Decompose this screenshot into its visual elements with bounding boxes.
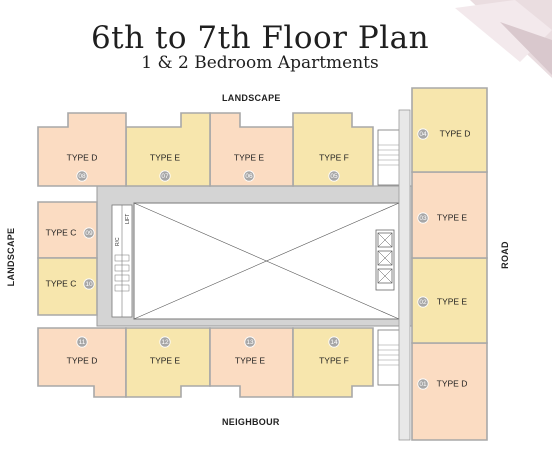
- unit-type-label: TYPE F: [319, 152, 349, 162]
- label-bottom-neighbour: NEIGHBOUR: [222, 417, 280, 427]
- unit-number-badge: [83, 278, 95, 290]
- unit-10: TYPE C 10: [37, 257, 98, 316]
- unit-type-label: TYPE E: [437, 212, 468, 222]
- label-top-landscape: LANDSCAPE: [222, 93, 281, 103]
- unit-type-label: TYPE D: [437, 378, 468, 388]
- unit-type-label: TYPE C: [46, 278, 77, 288]
- unit-type-label: TYPE E: [437, 296, 468, 306]
- unit-number-label: 02: [419, 299, 427, 306]
- stair-bottom-right: [377, 329, 401, 386]
- unit-number-badge: [328, 336, 340, 348]
- unit-number-label: 12: [161, 339, 169, 346]
- unit-09: TYPE C 09: [37, 201, 98, 259]
- unit-number-label: 14: [330, 339, 338, 346]
- unit-14: TYPE F 14: [292, 327, 374, 398]
- unit-outline: [292, 327, 374, 398]
- stair-top-right: [377, 129, 401, 186]
- unit-outline: [37, 112, 127, 187]
- unit-number-label: 13: [246, 339, 254, 346]
- plan-subtitle: 1 & 2 Bedroom Apartments: [141, 53, 379, 73]
- unit-type-label: TYPE E: [150, 152, 181, 162]
- unit-number-badge: [244, 336, 256, 348]
- unit-number-badge: [243, 170, 255, 182]
- unit-number-badge: [76, 336, 88, 348]
- unit-number-badge: [328, 170, 340, 182]
- unit-outline: [37, 257, 98, 316]
- unit-number-label: 05: [330, 173, 338, 180]
- unit-type-label: TYPE E: [150, 355, 181, 365]
- unit-12: TYPE E 12: [125, 327, 211, 398]
- unit-number-badge: [83, 227, 95, 239]
- unit-number-badge: [417, 128, 429, 140]
- unit-03: TYPE E 03: [411, 171, 488, 259]
- unit-number-label: 10: [85, 281, 93, 288]
- unit-type-label: TYPE E: [234, 152, 265, 162]
- unit-number-badge: [417, 378, 429, 390]
- unit-number-label: 03: [419, 215, 427, 222]
- unit-07: TYPE E 07: [125, 112, 211, 187]
- unit-number-label: 07: [161, 173, 169, 180]
- unit-13: TYPE E 13: [209, 327, 294, 398]
- unit-number-label: 01: [419, 381, 427, 388]
- service-core-left: [111, 204, 133, 318]
- refuse-label: R/C: [115, 237, 121, 246]
- lift-core-right: [375, 229, 395, 291]
- unit-02: TYPE E 02: [411, 257, 488, 344]
- plan-title: 6th to 7th Floor Plan: [90, 20, 430, 56]
- unit-number-label: 11: [79, 339, 86, 346]
- unit-06: TYPE E 06: [209, 112, 294, 187]
- unit-number-badge: [159, 170, 171, 182]
- unit-04: TYPE D 04: [411, 87, 488, 173]
- unit-type-label: TYPE D: [67, 152, 98, 162]
- unit-number-label: 09: [85, 230, 93, 237]
- unit-number-badge: [417, 212, 429, 224]
- unit-01: TYPE D 01: [411, 342, 488, 441]
- unit-number-label: 04: [419, 131, 427, 138]
- unit-number-badge: [159, 336, 171, 348]
- unit-outline: [411, 87, 488, 173]
- east-wall: [398, 109, 411, 441]
- unit-number-badge: [76, 170, 88, 182]
- unit-08: TYPE D 08: [37, 112, 127, 187]
- unit-outline: [411, 342, 488, 441]
- unit-05: TYPE F 05: [292, 112, 374, 187]
- void-cross-b: [133, 202, 400, 320]
- unit-number-label: 06: [245, 173, 253, 180]
- unit-number-label: 08: [78, 173, 86, 180]
- unit-type-label: TYPE D: [67, 355, 98, 365]
- unit-type-label: TYPE E: [235, 355, 266, 365]
- lift-label: LIFT: [125, 214, 131, 224]
- unit-number-badge: [417, 296, 429, 308]
- unit-11: TYPE D 11: [37, 327, 127, 398]
- unit-type-label: TYPE C: [46, 227, 77, 237]
- unit-type-label: TYPE F: [319, 355, 349, 365]
- unit-type-label: TYPE D: [440, 128, 471, 138]
